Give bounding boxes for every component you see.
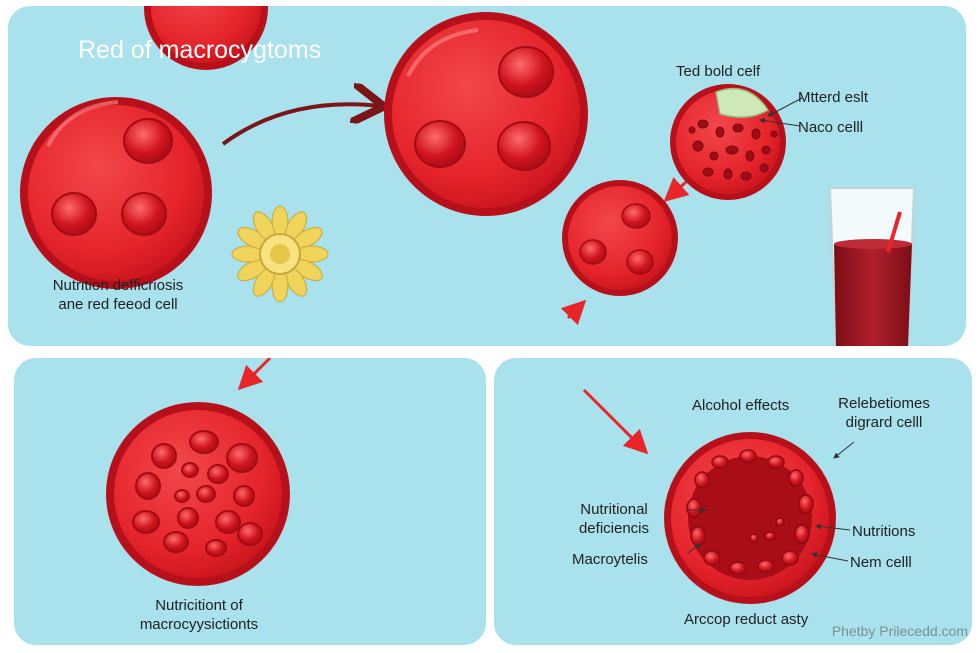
nutritional-deficiencies-label: Nutritional deficiencis <box>564 500 664 538</box>
macrocyte-cell <box>106 402 290 586</box>
red-arrow-bottom-left <box>237 358 272 391</box>
bold-cell-title: Ted bold celf <box>676 63 761 80</box>
bottom-right-panel: Alcohol effects Relebetiomes digrard cel… <box>494 358 972 645</box>
alcohol-effects-label: Alcohol effects <box>692 397 790 414</box>
nutritions-label: Nutritions <box>852 523 916 540</box>
watermark-text: Phetby Prilecedd.com <box>831 623 968 639</box>
medium-red-cell <box>562 180 678 296</box>
caption-line-1: Nutrition defficriosis <box>52 277 184 294</box>
red-arrow-small-2 <box>560 299 587 326</box>
top-panel: Red of macrocygtoms Nutrition defficrios… <box>8 6 966 346</box>
diagram-title: Red of macrocygtoms <box>78 36 322 64</box>
bold-cell-diagram <box>670 84 803 200</box>
curved-arrow <box>221 104 380 146</box>
relebetiomes-label: Relebetiomes digrard celll <box>814 394 954 432</box>
nem-cell-label: Nem celll <box>850 554 912 571</box>
macroytelis-label: Macroytelis <box>572 551 648 568</box>
wine-glass-icon <box>828 187 916 346</box>
large-red-cell-left <box>20 97 212 289</box>
caption-line-2: macrocyysictionts <box>139 616 259 633</box>
label-line-1: Relebetiomes <box>838 395 930 412</box>
caption-line-1: Nutricitiont of <box>155 597 243 614</box>
red-arrow-bottom-right <box>582 388 649 455</box>
caption-line-2: ane red feeod cell <box>58 296 178 313</box>
large-red-cell-center <box>384 12 588 216</box>
top-illustration <box>20 6 916 346</box>
macrocytosis-caption: Nutricitiont of macrocyysictionts <box>114 596 284 634</box>
bottom-cell-label: Arccop reduct asty <box>684 611 809 628</box>
mtterd-label: Mtterd eslt <box>798 89 869 106</box>
bottom-left-panel: Nutricitiont of macrocyysictionts <box>14 358 486 645</box>
nutrition-deficiency-caption: Nutrition defficriosis ane red feeod cel… <box>38 276 198 314</box>
flower-icon <box>231 205 329 303</box>
top-partial-cell <box>144 6 268 70</box>
red-arrow-small-1 <box>663 177 690 202</box>
bottom-left-illustration <box>106 358 290 586</box>
alcohol-affected-cell <box>664 432 855 604</box>
label-line-2: digrard celll <box>845 414 923 431</box>
label-line-1: Nutritional <box>580 501 648 518</box>
naco-label: Naco celll <box>798 119 864 136</box>
label-line-2: deficiencis <box>578 520 650 537</box>
bottom-right-illustration <box>582 388 855 604</box>
